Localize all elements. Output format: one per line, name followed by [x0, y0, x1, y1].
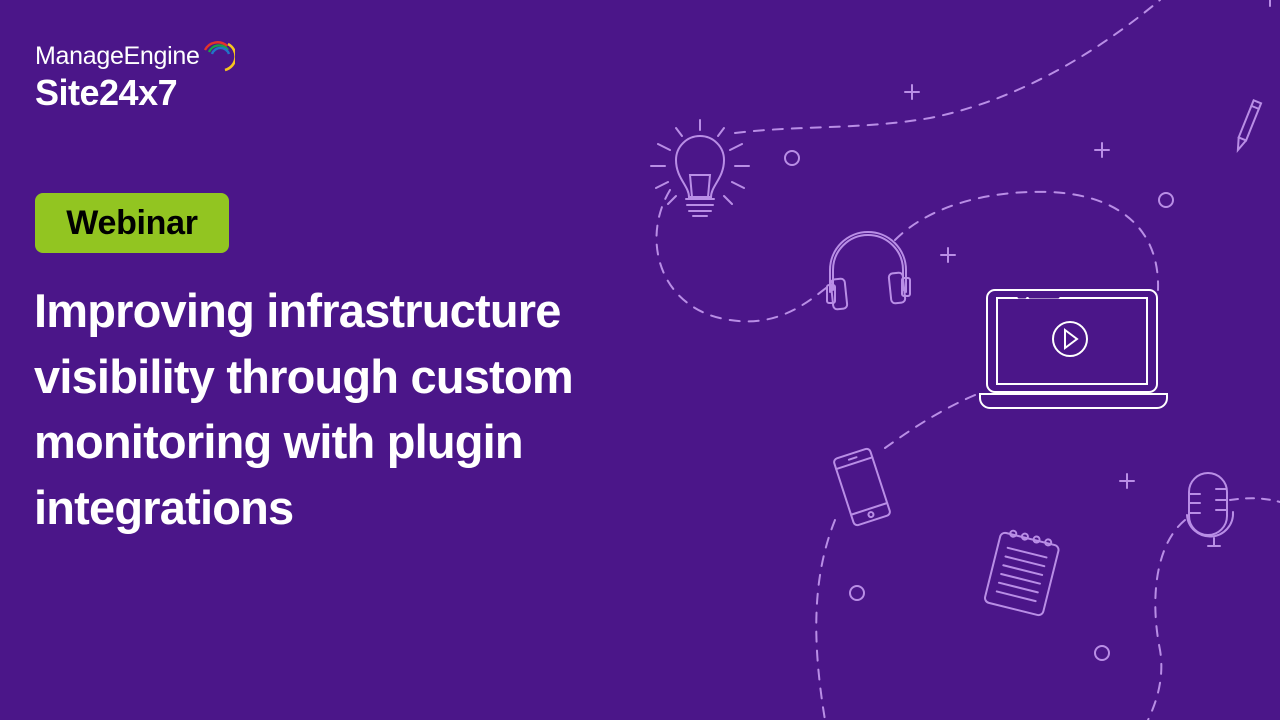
circle-icon — [849, 585, 865, 601]
notepad-icon — [984, 529, 1060, 617]
tablet-icon — [833, 447, 891, 527]
laptop-icon — [979, 289, 1168, 409]
plus-icon — [1119, 473, 1135, 489]
brand-logo: ManageEngine Site24x7 — [35, 41, 235, 113]
headphones-icon — [826, 231, 911, 311]
dashed-path-mic — [1229, 497, 1280, 503]
dashed-path-laptop-tablet — [884, 394, 976, 449]
lightbulb-icon — [650, 119, 750, 217]
title-line: visibility through custom — [34, 349, 574, 403]
dashed-path-headphone-laptop — [894, 190, 1160, 291]
circle-icon — [1094, 645, 1110, 661]
dashed-path-bottom-left — [815, 519, 836, 720]
plus-icon — [904, 84, 920, 100]
pencil-icon — [1236, 99, 1263, 153]
plus-icon — [1094, 142, 1110, 158]
title-line: monitoring with plugin — [34, 415, 524, 468]
circle-icon — [1158, 192, 1174, 208]
circle-icon — [784, 150, 800, 166]
dashed-path-top — [734, 0, 1161, 134]
plus-icon — [940, 247, 956, 263]
page-title: Improving infrastructure visibility thro… — [34, 278, 654, 540]
title-line: integrations — [34, 480, 294, 534]
dashed-path-bottom-right — [1147, 519, 1186, 720]
webinar-badge: Webinar — [35, 193, 229, 253]
brand-company-name: ManageEngine — [35, 42, 200, 70]
manageengine-swirl-icon — [203, 41, 235, 72]
dashed-path-left-loop — [655, 189, 831, 323]
microphone-icon — [1186, 472, 1235, 547]
play-icon — [1052, 321, 1088, 357]
title-line: Improving infrastructure — [34, 284, 561, 337]
brand-product-name: Site24x7 — [35, 72, 178, 113]
